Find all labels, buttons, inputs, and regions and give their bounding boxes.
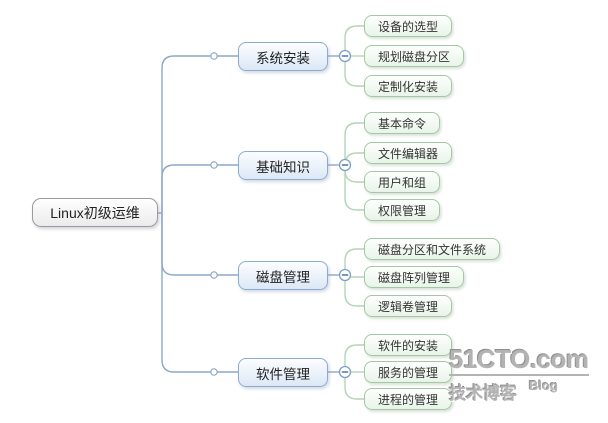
leaf-node[interactable]: 规划磁盘分区 [364, 45, 465, 67]
leaf-node[interactable]: 文件编辑器 [364, 142, 453, 164]
collapse-toggles [338, 49, 352, 379]
junction-dots [210, 52, 218, 376]
leaf-node[interactable]: 用户和组 [364, 171, 441, 193]
leaf-node[interactable]: 设备的选型 [364, 15, 453, 37]
collapse-toggle-minus-icon[interactable] [338, 49, 352, 63]
root-node[interactable]: Linux初级运维 [32, 198, 158, 227]
leaf-node[interactable]: 软件的安装 [364, 334, 453, 356]
branch-node-disk-management[interactable]: 磁盘管理 [238, 261, 328, 290]
junction-dot [210, 271, 218, 279]
leaf-node[interactable]: 磁盘阵列管理 [364, 266, 465, 288]
watermark: 51CTO.com 技术博客 Blog [449, 346, 589, 404]
junction-dot [210, 368, 218, 376]
child-connectors [344, 25, 364, 400]
leaf-node[interactable]: 服务的管理 [364, 361, 453, 383]
leaf-node[interactable]: 基本命令 [364, 112, 441, 134]
branch-node-system-installation[interactable]: 系统安装 [238, 42, 328, 71]
watermark-site-logo: 51CTO.com [449, 344, 589, 376]
leaf-node[interactable]: 权限管理 [364, 199, 441, 221]
leaf-node[interactable]: 进程的管理 [364, 388, 453, 410]
watermark-subtitle: 技术博客 [449, 384, 517, 403]
leaf-node[interactable]: 定制化安装 [364, 75, 453, 97]
collapse-toggle-minus-icon[interactable] [338, 365, 352, 379]
branch-connectors [157, 55, 340, 373]
junction-dot [210, 52, 218, 60]
branch-node-basic-knowledge[interactable]: 基础知识 [238, 151, 328, 180]
watermark-blog-label: Blog [529, 378, 558, 393]
leaf-node[interactable]: 逻辑卷管理 [364, 295, 453, 317]
branch-node-software-management[interactable]: 软件管理 [238, 358, 328, 387]
leaf-node[interactable]: 磁盘分区和文件系统 [364, 238, 501, 260]
collapse-toggle-minus-icon[interactable] [338, 158, 352, 172]
junction-dot [210, 161, 218, 169]
collapse-toggle-minus-icon[interactable] [338, 268, 352, 282]
